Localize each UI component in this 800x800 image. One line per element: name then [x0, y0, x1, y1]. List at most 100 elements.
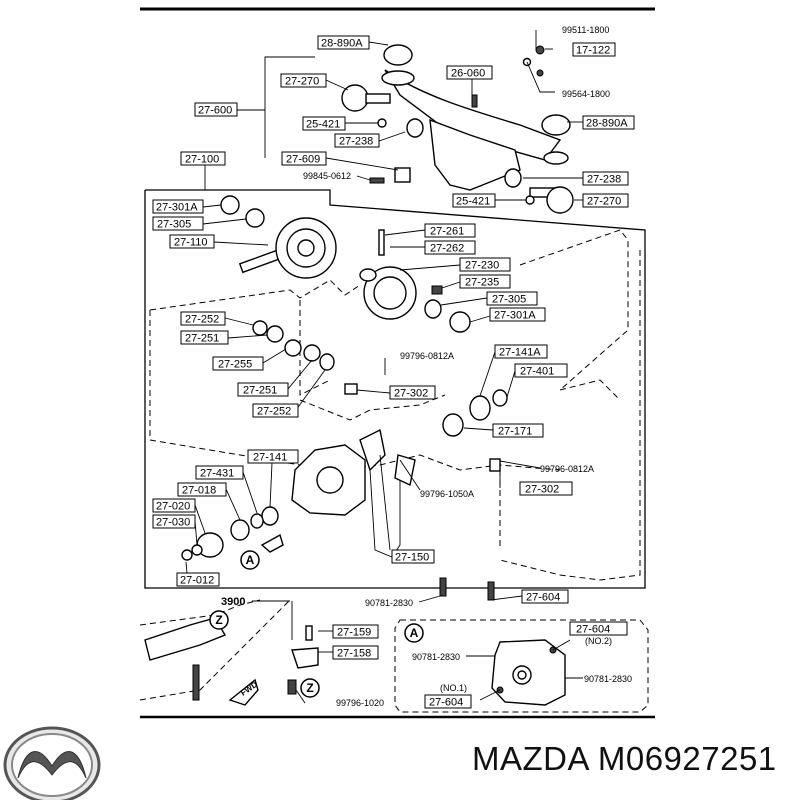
label-27-100: 27-100: [180, 151, 226, 166]
pin-27-159: [305, 625, 313, 641]
svg-text:27-305: 27-305: [492, 294, 526, 306]
seal-27-401: [492, 389, 508, 407]
svg-text:17-122: 17-122: [576, 45, 610, 57]
view-z-marker-2-text: Z: [306, 681, 313, 695]
svg-text:27-305: 27-305: [157, 219, 191, 231]
seal-27-018: [230, 519, 250, 541]
label-27-012: 27-012: [176, 572, 220, 587]
label-27-604-no2: 27-604: [569, 621, 628, 636]
subframe-part: [144, 617, 227, 661]
svg-text:27-158: 27-158: [337, 648, 371, 660]
view-z-marker-1: [209, 610, 229, 630]
label-27-141A: 27-141A: [494, 344, 548, 359]
svg-text:27-238: 27-238: [587, 174, 621, 186]
label-90781-2830-right: 90781-2830: [584, 674, 632, 684]
gear-27-251-top: [266, 325, 284, 343]
label-27-302-top: 27-302: [389, 385, 436, 400]
label-27-401: 27-401: [514, 363, 568, 378]
spacer-27-431: [250, 513, 264, 529]
label-99511-1800: 99511-1800: [562, 25, 609, 35]
svg-text:27-012: 27-012: [180, 575, 214, 587]
label-27-158: 27-158: [332, 645, 379, 660]
svg-text:27-230: 27-230: [465, 260, 499, 272]
svg-text:26-060: 26-060: [451, 68, 485, 80]
view-z-marker-1-text: Z: [215, 613, 222, 627]
svg-text:28-890A: 28-890A: [321, 38, 363, 50]
label-27-238-top: 27-238: [334, 133, 380, 148]
cover-plate-part: [491, 639, 566, 706]
bracket-27-302-top: [344, 383, 358, 395]
svg-text:27-600: 27-600: [198, 105, 232, 117]
view-a-inset-marker: [404, 623, 424, 643]
label-27-018: 27-018: [177, 482, 227, 497]
svg-text:28-890A: 28-890A: [586, 118, 628, 130]
label-27-261: 27-261: [424, 223, 476, 238]
label-27-235: 27-235: [459, 274, 511, 289]
svg-text:27-235: 27-235: [465, 277, 499, 289]
label-27-150: 27-150: [391, 549, 435, 564]
label-27-252-bottom: 27-252: [252, 403, 299, 418]
svg-text:27-431: 27-431: [200, 468, 234, 480]
dashed-carrier-group: [149, 229, 629, 471]
view-a-marker: [240, 550, 260, 570]
bolt-crossmember: [192, 664, 200, 701]
svg-text:27-150: 27-150: [395, 552, 429, 564]
bearing-27-141: [261, 506, 279, 526]
label-27-230: 27-230: [459, 257, 511, 272]
label-27-020: 27-020: [152, 498, 196, 513]
label-27-604-mid: 27-604: [521, 589, 569, 604]
view-a-arrow: [260, 533, 284, 553]
output-flange-left: [341, 84, 424, 138]
label-27-301A-right: 27-301A: [489, 307, 546, 322]
label-27-270-top: 27-270: [280, 73, 327, 88]
label-25-421-right: 25-421: [452, 193, 496, 208]
mount-bushing-right-base: [543, 151, 569, 165]
label-27-301A-left: 27-301A: [152, 199, 204, 214]
label-27-110: 27-110: [169, 234, 215, 249]
label-27-251-bottom: 27-251: [237, 382, 289, 397]
svg-text:27-261: 27-261: [430, 226, 464, 238]
label-27-270-right: 27-270: [582, 193, 629, 208]
mount-bushing-top-base: [381, 70, 415, 86]
label-99796-0812A-bottom: 99796-0812A: [540, 464, 594, 474]
bolt-99796-1020: [287, 679, 297, 695]
label-99845-0612: 99845-0612: [303, 171, 351, 181]
label-27-600: 27-600: [194, 102, 238, 117]
brand-caption: MAZDA M06927251: [472, 740, 777, 777]
svg-text:27-159: 27-159: [337, 627, 371, 639]
label-27-141: 27-141: [247, 449, 299, 464]
svg-text:27-252: 27-252: [257, 406, 291, 418]
label-99796-0812A-top: 99796-0812A: [400, 351, 454, 361]
label-27-251-top: 27-251: [180, 330, 229, 345]
svg-text:27-141A: 27-141A: [499, 347, 541, 359]
svg-text:27-030: 27-030: [156, 517, 190, 529]
dashed-crossmember: [139, 599, 291, 701]
bolt-27-235: [431, 285, 443, 295]
label-90781-2830-top: 90781-2830: [365, 598, 413, 608]
carrier-housing-part: [291, 428, 416, 516]
bracket-27-158: [291, 647, 319, 669]
label-27-604-no1: 27-604: [424, 694, 472, 709]
washer-27-252-top: [252, 320, 268, 336]
clip-right: [525, 195, 535, 205]
label-27-255: 27-255: [212, 356, 264, 371]
sleeve-27-171: [442, 413, 464, 437]
label-99796-1050A: 99796-1050A: [420, 489, 474, 499]
label-27-431: 27-431: [195, 465, 244, 480]
clip-left: [377, 118, 387, 128]
label-27-252-top: 27-252: [180, 311, 226, 326]
label-no1: (NO.1): [440, 683, 467, 693]
label-27-159: 27-159: [332, 624, 379, 639]
dashed-case-group: [299, 250, 641, 581]
label-28-890A-top: 28-890A: [317, 35, 370, 50]
label-27-302-bottom: 27-302: [519, 481, 573, 496]
bearing-27-141A: [469, 395, 491, 421]
svg-text:25-421: 25-421: [306, 119, 340, 131]
bracket-27-609: [394, 167, 411, 183]
svg-text:27-302: 27-302: [394, 388, 428, 400]
ring-gear-part: [275, 217, 337, 279]
bolt-99845: [369, 177, 385, 184]
svg-text:27-270: 27-270: [587, 196, 621, 208]
svg-text:27-100: 27-100: [185, 154, 219, 166]
